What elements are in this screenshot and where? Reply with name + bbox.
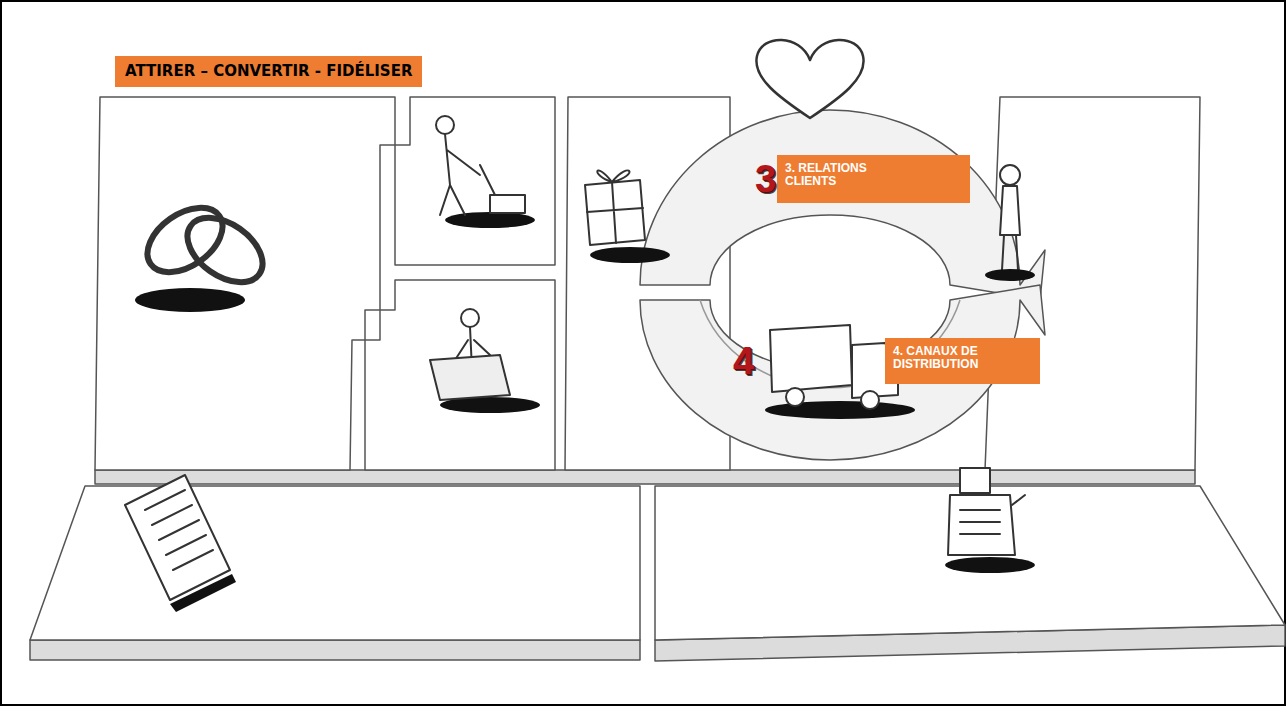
truck-wheel: [861, 391, 879, 409]
truck-box: [770, 325, 852, 392]
person-head: [436, 116, 454, 134]
gift-ribbon: [587, 170, 643, 243]
machine: [490, 195, 525, 213]
canvas-panels: [30, 97, 1285, 661]
partners-panel: [95, 97, 395, 470]
customer-figure: [1000, 186, 1020, 270]
callout-number: 4: [733, 342, 754, 380]
resources-panel: [365, 280, 555, 470]
heart-symbol: [756, 40, 863, 118]
costs-panel: [30, 486, 640, 640]
shadow: [945, 557, 1035, 573]
cash-register: [948, 495, 1015, 555]
cost-document: [125, 475, 230, 600]
box-label: 3. RELATIONS CLIENTS: [785, 162, 880, 187]
panel-side: [30, 640, 640, 660]
person-head: [1000, 165, 1020, 185]
shadow: [985, 269, 1035, 281]
shadow: [445, 212, 535, 228]
slide-frame: [1, 1, 1285, 705]
channels-band: [640, 285, 1045, 460]
callout-number: 3: [755, 160, 776, 198]
person-head: [461, 309, 479, 327]
box-label: 4. CANAUX DE DISTRIBUTION: [893, 345, 1002, 370]
activities-panel: [395, 97, 555, 265]
revenue-panel: [655, 486, 1285, 640]
shadow: [135, 288, 245, 312]
label-box: 3. RELATIONS CLIENTS: [777, 155, 970, 203]
shadow: [590, 247, 670, 263]
register-screen: [960, 468, 990, 493]
chain-link: [176, 205, 275, 296]
panel-side: [95, 470, 1195, 484]
shadow: [765, 401, 915, 419]
register-keys: [960, 495, 1025, 534]
title-text: ATTIRER – CONVERTIR - FIDÉLISER: [125, 62, 412, 80]
title-banner: ATTIRER – CONVERTIR - FIDÉLISER: [115, 56, 422, 87]
relations-band: [640, 110, 1045, 300]
block-icons: [125, 40, 1035, 612]
shadow: [170, 574, 236, 612]
truck-wheel: [786, 388, 804, 406]
label-box: 4. CANAUX DE DISTRIBUTION: [885, 338, 1040, 384]
resource-machine: [430, 355, 510, 400]
document-lines: [145, 490, 213, 570]
